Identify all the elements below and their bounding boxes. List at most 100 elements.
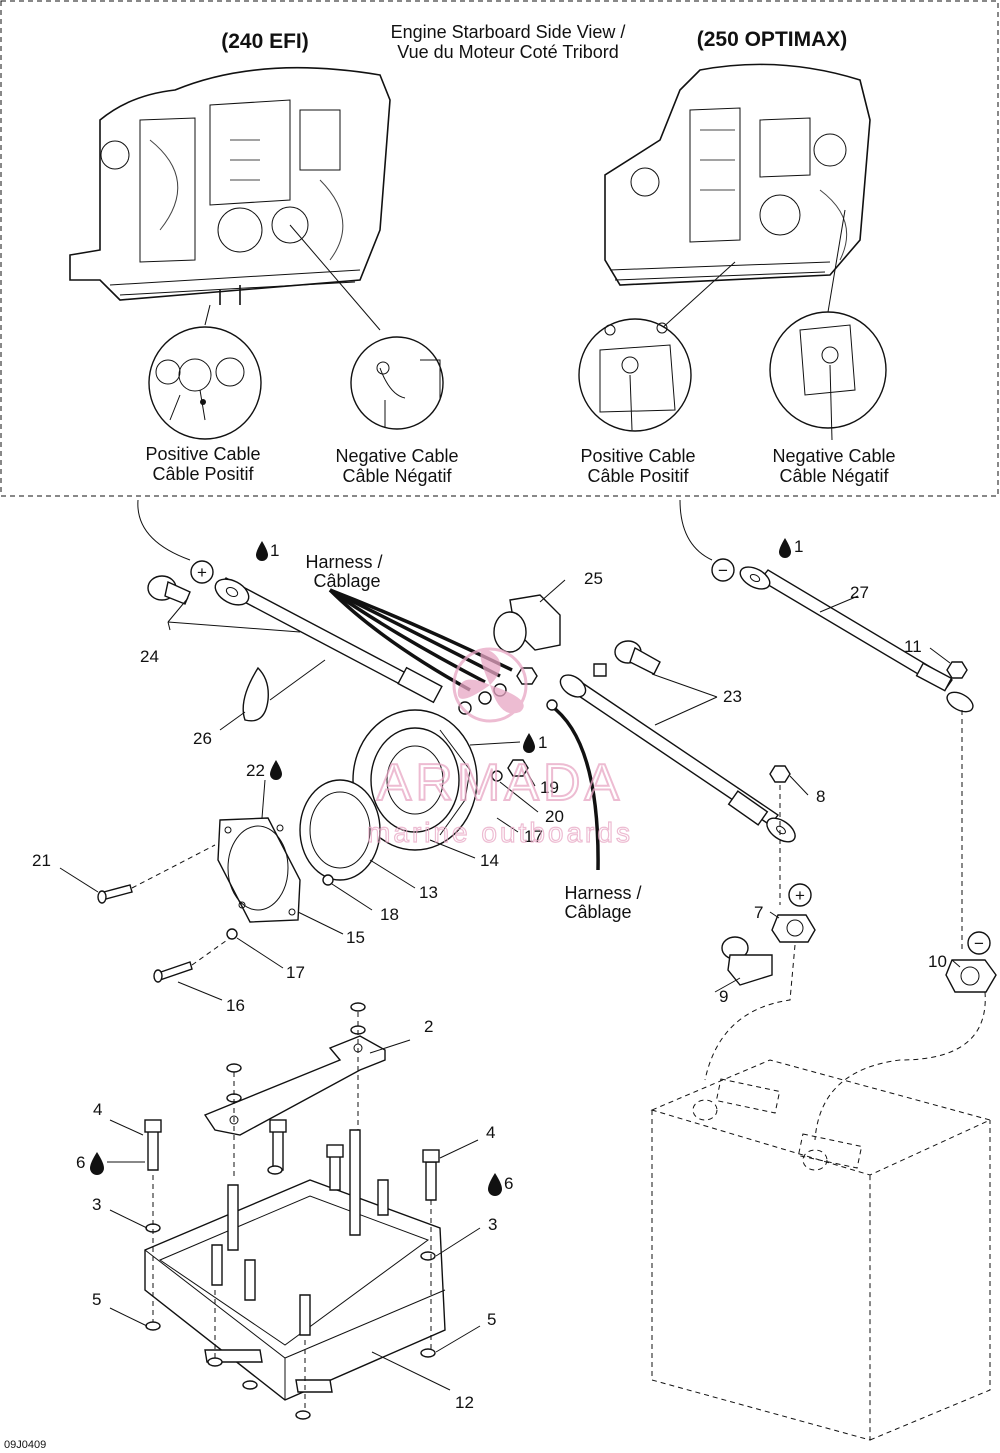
terminal-boot-23 [593, 640, 661, 677]
callout-2: 2 [424, 1017, 433, 1036]
callout-27: 27 [850, 583, 869, 602]
callout-14: 14 [480, 851, 499, 870]
header-title-line1: Engine Starboard Side View / [391, 22, 626, 42]
watermark-brand: ARMADA [377, 754, 623, 812]
inset-negative-cable-efi [350, 336, 444, 430]
harness-label-top-fr: Câblage [313, 571, 380, 591]
callout-4: 4 [93, 1100, 102, 1119]
cable-23 [559, 674, 796, 843]
lubricant-drop-icon [779, 538, 791, 558]
callout-15: 15 [346, 928, 365, 947]
positive-lead-line [137, 499, 191, 561]
part-number-labels: 1 1 1 2 3 3 4 4 5 5 6 6 7 8 9 10 11 12 1… [32, 537, 947, 1412]
inset4-label-en: Negative Cable [772, 446, 895, 466]
terminal-boot-14 [352, 709, 478, 851]
leader-lines [59, 579, 961, 1391]
inset1-label-fr: Câble Positif [152, 464, 254, 484]
screw-21-guide [131, 844, 216, 889]
callout-20: 20 [545, 807, 564, 826]
callout-7: 7 [754, 903, 763, 922]
battery-clamp-7 [771, 914, 816, 943]
terminal-boot-24 [147, 575, 191, 605]
lubricant-drop-icon [488, 1173, 502, 1196]
callout-5: 5 [487, 1310, 496, 1329]
inset-positive-cable-efi [148, 326, 262, 440]
callout-1: 1 [794, 537, 803, 556]
harness-label-top-en: Harness / [305, 552, 382, 572]
lubricant-drop-icon [256, 541, 268, 561]
left-model-label: (240 EFI) [221, 30, 309, 53]
screw-16 [153, 961, 193, 983]
washer-18 [322, 874, 334, 886]
nut-8 [769, 765, 791, 783]
engine-view-frame [0, 0, 999, 497]
callout-9: 9 [719, 987, 728, 1006]
cable-tie-26 [242, 666, 269, 722]
positive-sign-battery: + [788, 883, 812, 907]
lubricant-drop-icon [90, 1152, 104, 1175]
negative-sign-battery: − [967, 931, 991, 955]
washer-20 [491, 770, 503, 782]
inset1-label-en: Positive Cable [145, 444, 260, 464]
callout-11: 11 [904, 637, 922, 656]
battery-clamp-10 [945, 959, 997, 993]
callout-4: 4 [486, 1123, 495, 1142]
inset3-label-fr: Câble Positif [587, 466, 689, 486]
tray-bolts [144, 1119, 440, 1336]
negative-lead-line [679, 499, 713, 561]
lubricant-drop-icon [270, 760, 282, 780]
engine-250-optimax-drawing [604, 63, 871, 331]
positive-battery-wire [704, 944, 796, 1081]
harness-label-bottom-en: Harness / [564, 883, 641, 903]
inset2-label-fr: Câble Négatif [342, 466, 452, 486]
callout-6: 6 [76, 1153, 85, 1172]
callout-17: 17 [286, 963, 305, 982]
callout-6: 6 [504, 1174, 513, 1193]
positive-cable-24 [214, 577, 443, 704]
negative-sign-top: − [711, 558, 735, 582]
callout-3: 3 [92, 1195, 101, 1214]
callout-25: 25 [584, 569, 603, 588]
inset3-label-en: Positive Cable [580, 446, 695, 466]
terminal-block-25 [493, 594, 561, 653]
callout-10: 10 [928, 952, 947, 971]
callout-12: 12 [455, 1393, 474, 1412]
inset4-label-fr: Câble Négatif [779, 466, 889, 486]
svg-text:+: + [197, 563, 207, 582]
svg-text:−: − [974, 934, 984, 953]
lubricant-drop-icon [523, 733, 535, 753]
battery-tray-12 [144, 1179, 446, 1401]
right-model-label: (250 OPTIMAX) [697, 28, 848, 51]
callout-1: 1 [538, 733, 547, 752]
callout-16: 16 [226, 996, 245, 1015]
callout-26: 26 [193, 729, 212, 748]
svg-text:+: + [795, 886, 805, 905]
callout-17: 17 [524, 827, 543, 846]
callout-8: 8 [816, 787, 825, 806]
screw-21 [97, 884, 133, 904]
mounting-plate-15 [217, 817, 301, 923]
armada-watermark: ARMADA marine outboards [366, 647, 631, 849]
battery [650, 1059, 992, 1441]
callout-18: 18 [380, 905, 399, 924]
screw-16-guide [191, 937, 231, 966]
gasket-13 [299, 779, 381, 881]
inset2-label-en: Negative Cable [335, 446, 458, 466]
figure-code: 09J0409 [4, 1439, 46, 1451]
terminal-nuts [458, 667, 558, 782]
inset-positive-cable-optimax [578, 318, 692, 432]
callout-22: 22 [246, 761, 265, 780]
negative-battery-wire [814, 991, 986, 1141]
nut-11 [946, 661, 968, 679]
callout-1: 1 [270, 541, 279, 560]
callout-3: 3 [488, 1215, 497, 1234]
callout-13: 13 [419, 883, 438, 902]
inset-negative-cable-optimax [769, 311, 887, 441]
negative-cable-27 [739, 566, 974, 713]
callout-23: 23 [723, 687, 742, 706]
positive-sign-top: + [190, 560, 214, 584]
callout-19: 19 [540, 778, 559, 797]
header-title-line2: Vue du Moteur Coté Tribord [397, 42, 618, 62]
svg-text:−: − [718, 561, 728, 580]
